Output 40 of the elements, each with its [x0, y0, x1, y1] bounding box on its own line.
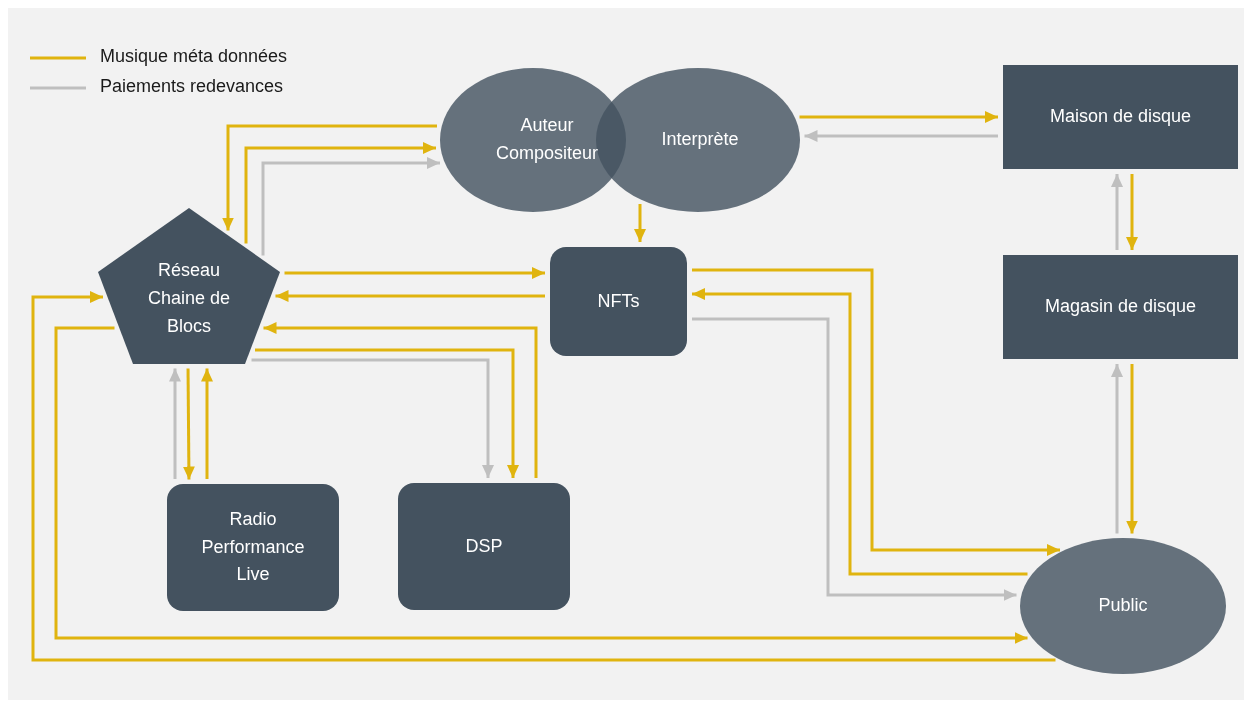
arrow — [1111, 364, 1123, 534]
legend-label: Musique méta données — [100, 46, 288, 67]
arrow — [692, 268, 1060, 556]
arrow — [263, 322, 538, 478]
process-box — [1003, 255, 1238, 359]
arrow — [251, 358, 494, 478]
arrow — [31, 291, 1056, 662]
node-label: Radio Performance Live — [200, 507, 306, 587]
arrow — [275, 290, 545, 302]
arrow — [284, 267, 545, 279]
process-box — [167, 484, 339, 611]
arrow — [261, 157, 440, 256]
arrow — [244, 142, 436, 244]
arrow — [169, 368, 181, 479]
node-label: NFTs — [597, 289, 640, 313]
process-box — [398, 483, 570, 610]
node-label: Interprète — [661, 128, 739, 152]
arrow — [804, 130, 998, 142]
arrow — [255, 348, 519, 478]
arrow — [1111, 174, 1123, 250]
arrow — [1126, 174, 1138, 250]
process-box — [550, 247, 687, 356]
node-label: Public — [1098, 594, 1148, 618]
arrow — [634, 204, 646, 242]
pentagon-node — [98, 208, 280, 364]
arrow — [222, 124, 437, 231]
process-box — [1003, 65, 1238, 169]
node-label: Auteur Compositeur — [494, 114, 599, 165]
node-label: Réseau Chaine de Blocs — [146, 259, 232, 338]
arrow — [799, 111, 998, 123]
node-label: Maison de disque — [1049, 105, 1192, 129]
arrow — [201, 368, 213, 479]
arrow — [1126, 364, 1138, 534]
arrow — [692, 317, 1017, 601]
node-label: DSP — [465, 534, 503, 558]
arrow — [182, 368, 195, 480]
arrow — [54, 326, 1028, 644]
node-label: Magasin de disque — [1044, 295, 1197, 319]
arrow — [692, 288, 1028, 576]
legend-label: Paiements redevances — [100, 76, 284, 97]
